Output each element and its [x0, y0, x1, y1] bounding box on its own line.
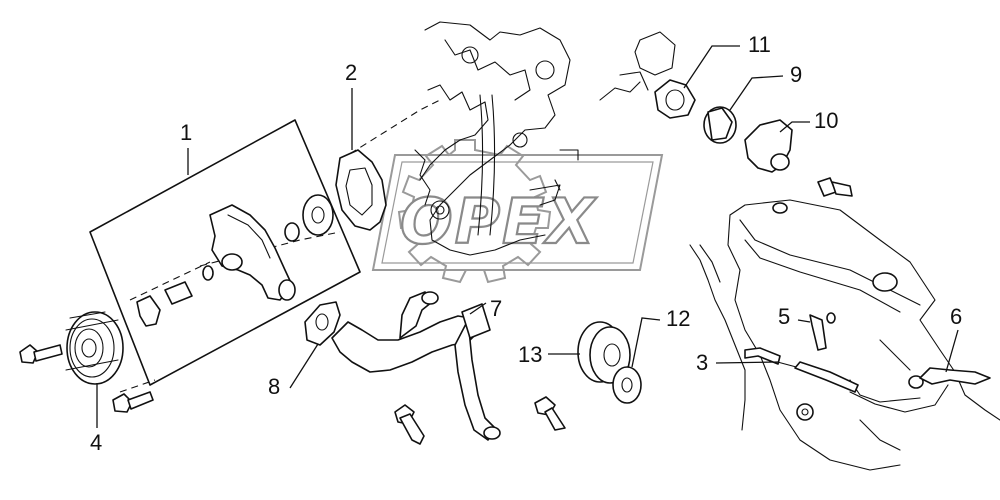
engine-block-outline — [414, 21, 579, 256]
leader-lines — [96, 45, 959, 428]
pipe-gasket — [304, 301, 341, 346]
callout-11: 11 — [748, 32, 771, 57]
watermark-logo: OPEX — [371, 139, 664, 284]
heater-pipe — [919, 367, 991, 385]
alignment-line-pulley — [119, 379, 156, 393]
callout-2: 2 — [345, 60, 357, 85]
water-outlet — [744, 119, 793, 173]
callout-1: 1 — [180, 120, 192, 145]
water-pipe — [331, 291, 501, 441]
thermostat-gasket — [654, 79, 696, 119]
callout-13: 13 — [518, 342, 542, 367]
assembly-frame — [89, 119, 361, 386]
callout-3: 3 — [696, 350, 708, 375]
alignment-line-lower — [129, 261, 211, 301]
callout-6: 6 — [950, 304, 962, 329]
pulley-bolt-left — [19, 344, 63, 364]
water-pump-assembly — [89, 119, 361, 386]
pulley-bolt-bottom — [112, 391, 154, 413]
callout-5: 5 — [778, 304, 790, 329]
hose — [809, 312, 836, 351]
bypass-pipe — [744, 347, 859, 393]
pump-gasket — [335, 149, 387, 231]
callout-9: 9 — [790, 62, 802, 87]
watermark-text: OPEX — [400, 185, 597, 258]
engine-right-outline — [689, 199, 1000, 471]
callout-8: 8 — [268, 374, 280, 399]
thermostat — [703, 106, 737, 144]
callout-labels: 1 2 3 4 5 6 7 8 9 10 11 12 13 — [90, 32, 962, 455]
pulley-plate — [612, 366, 642, 404]
callout-7: 7 — [490, 296, 502, 321]
callout-10: 10 — [814, 108, 838, 133]
outlet-bolt — [817, 177, 853, 197]
thermostat-housing-outline — [599, 31, 676, 101]
callout-12: 12 — [666, 306, 690, 331]
callout-4: 4 — [90, 430, 102, 455]
crank-pulley — [65, 311, 124, 385]
pipe-bolt-right — [534, 396, 566, 431]
pipe-bolt-left — [394, 404, 425, 445]
